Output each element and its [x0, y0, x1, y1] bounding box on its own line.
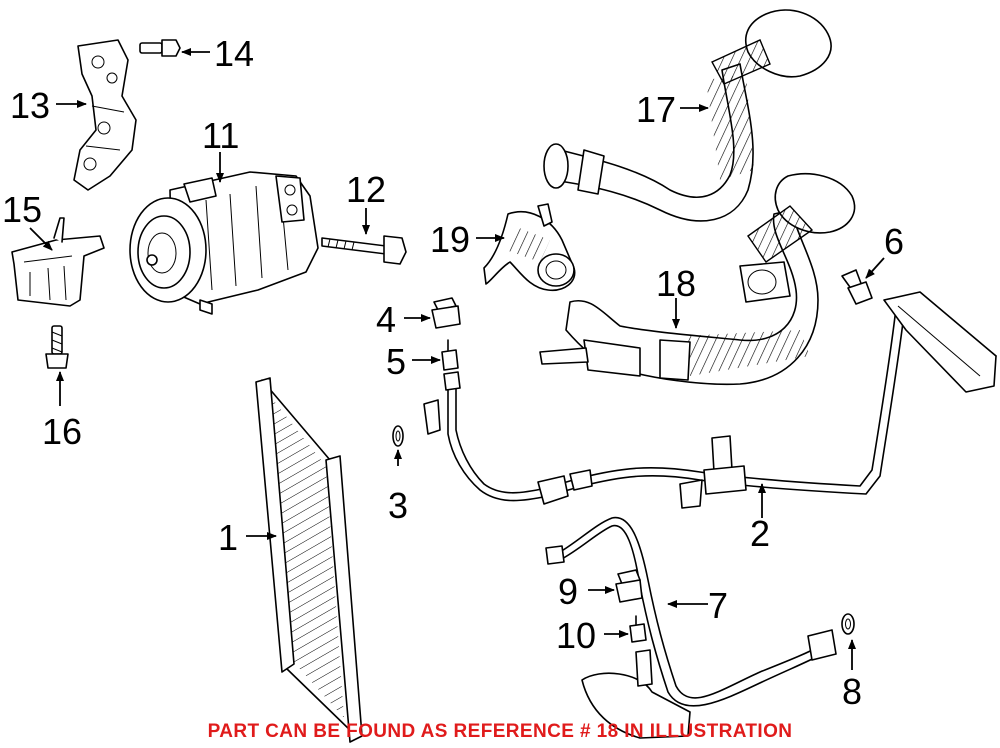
callout-2: 2 [750, 513, 770, 554]
callout-19: 19 [430, 219, 470, 260]
part-3-o-ring [392, 425, 404, 447]
part-1-condenser [255, 377, 363, 743]
part-17-hose [543, 9, 832, 222]
part-11-ac-compressor [129, 171, 319, 315]
part-13-bracket [73, 39, 137, 191]
part-12-long-bolt [321, 235, 407, 265]
part-18-hose [539, 173, 856, 386]
callout-1: 1 [218, 517, 238, 558]
part-5-valve-core [441, 339, 459, 371]
callout-10: 10 [556, 615, 596, 656]
part-7-ac-line [545, 516, 837, 739]
callout-7: 7 [708, 585, 728, 626]
part-9-cap [615, 569, 643, 603]
callout-16: 16 [42, 411, 82, 452]
callout-6: 6 [884, 221, 904, 262]
part-10-valve-core [629, 615, 647, 643]
part-4-cap [431, 297, 461, 329]
reference-caption: PART CAN BE FOUND AS REFERENCE # 18 IN I… [208, 721, 793, 742]
part-2-ac-line [423, 291, 997, 509]
part-8-o-ring [841, 613, 855, 635]
callout-13: 13 [10, 85, 50, 126]
leader-lines [29, 48, 885, 670]
callout-5: 5 [386, 341, 406, 382]
callout-14: 14 [214, 33, 254, 74]
callout-15: 15 [2, 189, 42, 230]
callout-9: 9 [558, 571, 578, 612]
callout-8: 8 [842, 671, 862, 712]
callout-4: 4 [376, 299, 396, 340]
callout-3: 3 [388, 485, 408, 526]
callout-17: 17 [636, 89, 676, 130]
callout-18: 18 [656, 263, 696, 304]
callout-11: 11 [202, 115, 239, 156]
part-6-pressure-sensor [841, 269, 873, 305]
part-19-hose-elbow [483, 203, 576, 292]
part-15-mount-bracket [11, 217, 105, 307]
part-14-bolt [139, 39, 181, 57]
callout-12: 12 [346, 169, 386, 210]
part-16-bolt [45, 325, 69, 369]
